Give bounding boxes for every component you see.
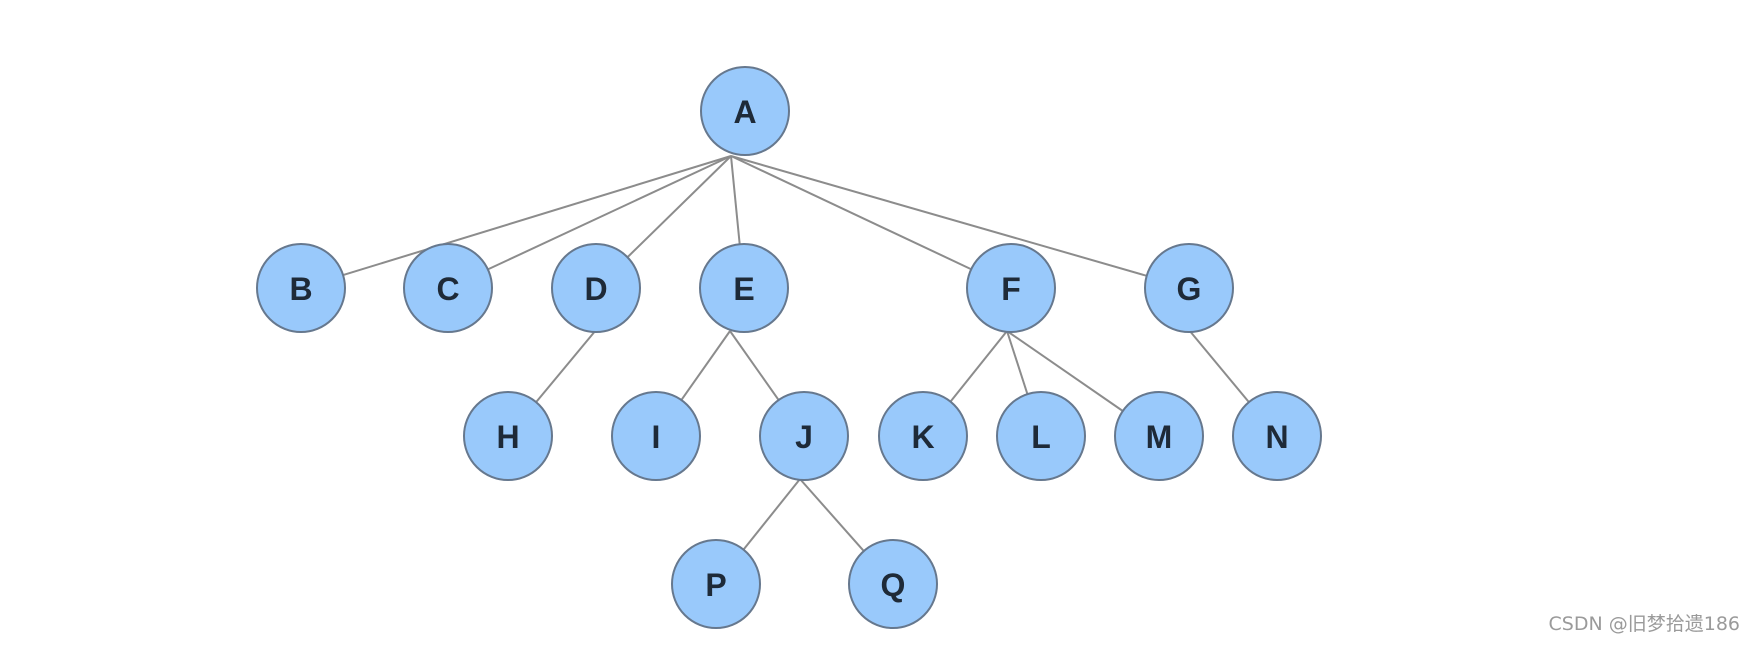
node-h: H <box>463 391 553 481</box>
node-circle-l <box>996 391 1086 481</box>
edge-a-e <box>730 155 741 245</box>
node-label-f: F <box>1001 271 1021 307</box>
node-label-c: C <box>436 271 459 307</box>
node-n: N <box>1232 391 1322 481</box>
edge-a-g <box>730 155 1147 277</box>
node-e: E <box>699 243 789 333</box>
node-label-a: A <box>733 94 756 130</box>
node-label-g: G <box>1177 271 1202 307</box>
node-label-j: J <box>795 419 813 455</box>
tree-nodes: A B C D E F G H I J K L M N P Q <box>256 66 1322 629</box>
node-circle-j <box>759 391 849 481</box>
tree-edges <box>342 155 1250 552</box>
node-circle-a <box>700 66 790 156</box>
node-circle-i <box>611 391 701 481</box>
node-p: P <box>671 539 761 629</box>
node-c: C <box>403 243 493 333</box>
node-i: I <box>611 391 701 481</box>
node-circle-n <box>1232 391 1322 481</box>
edge-a-b <box>342 155 732 277</box>
node-label-h: H <box>496 419 519 455</box>
node-label-b: B <box>289 271 312 307</box>
node-d: D <box>551 243 641 333</box>
edge-e-j <box>729 330 780 401</box>
node-circle-g <box>1144 243 1234 333</box>
edge-g-n <box>1188 329 1250 403</box>
edge-a-d <box>626 155 732 258</box>
edge-f-l <box>1006 330 1029 395</box>
node-circle-b <box>256 243 346 333</box>
node-label-l: L <box>1031 419 1051 455</box>
node-label-p: P <box>705 567 726 603</box>
edge-j-p <box>742 478 801 551</box>
node-k: K <box>878 391 968 481</box>
node-label-i: I <box>652 419 661 455</box>
edge-a-c <box>487 155 732 271</box>
node-label-m: M <box>1146 419 1173 455</box>
watermark-text: CSDN @旧梦拾遗186 <box>1548 613 1740 635</box>
node-m: M <box>1114 391 1204 481</box>
node-l: L <box>996 391 1086 481</box>
edge-d-h <box>535 329 597 403</box>
node-label-d: D <box>584 271 607 307</box>
node-circle-d <box>551 243 641 333</box>
node-circle-h <box>463 391 553 481</box>
node-g: G <box>1144 243 1234 333</box>
node-f: F <box>966 243 1056 333</box>
node-label-q: Q <box>881 567 906 603</box>
node-circle-c <box>403 243 493 333</box>
node-circle-q <box>848 539 938 629</box>
node-q: Q <box>848 539 938 629</box>
edge-a-f <box>730 155 972 271</box>
node-label-n: N <box>1265 419 1288 455</box>
edge-e-i <box>680 330 731 401</box>
node-circle-k <box>878 391 968 481</box>
node-j: J <box>759 391 849 481</box>
edge-j-q <box>799 478 865 552</box>
node-circle-p <box>671 539 761 629</box>
node-a: A <box>700 66 790 156</box>
edge-f-k <box>949 330 1008 403</box>
node-label-e: E <box>733 271 754 307</box>
node-circle-m <box>1114 391 1204 481</box>
node-circle-f <box>966 243 1056 333</box>
node-b: B <box>256 243 346 333</box>
edge-f-m <box>1006 330 1124 412</box>
node-circle-e <box>699 243 789 333</box>
node-label-k: K <box>911 419 934 455</box>
